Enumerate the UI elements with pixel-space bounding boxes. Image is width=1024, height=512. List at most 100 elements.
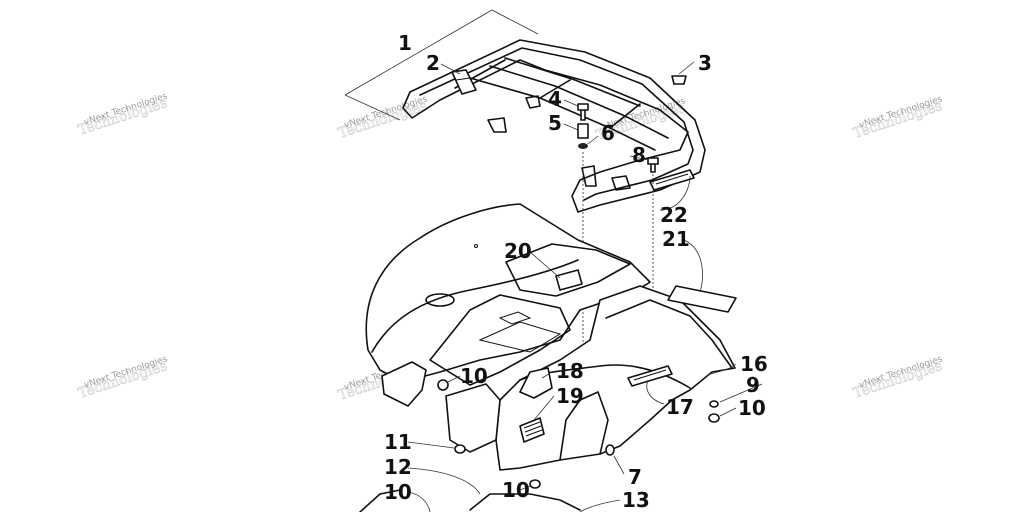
callout-19: 19 bbox=[556, 384, 584, 408]
body-fasteners bbox=[437, 379, 720, 489]
bolt-part-8 bbox=[647, 157, 659, 173]
callout-10-a: 10 bbox=[460, 364, 488, 388]
leader-19 bbox=[533, 395, 555, 421]
fender-rivet bbox=[474, 244, 478, 248]
callout-10-c: 10 bbox=[502, 478, 530, 502]
callout-17: 17 bbox=[666, 395, 694, 419]
fender-hole bbox=[425, 293, 455, 307]
push-rivet-10a bbox=[437, 379, 449, 391]
decal-17-stripe bbox=[633, 369, 667, 381]
watermark-5: Technologies vNext Technologies bbox=[76, 354, 170, 402]
leader-5 bbox=[563, 123, 579, 131]
callout-1-bracket-lower bbox=[344, 94, 401, 121]
rack-foot-1 bbox=[487, 117, 507, 133]
callout-12: 12 bbox=[384, 455, 412, 479]
callout-18: 18 bbox=[556, 359, 584, 383]
fender-right-top-edge bbox=[605, 299, 733, 369]
callout-13: 13 bbox=[622, 488, 650, 512]
decal-19-lines bbox=[523, 421, 543, 437]
leader-10b bbox=[719, 407, 737, 417]
rack-foot-2 bbox=[525, 95, 541, 109]
leader-8 bbox=[629, 155, 649, 161]
leader-10a bbox=[447, 375, 461, 383]
storage-bin-tab bbox=[498, 311, 532, 325]
callout-3: 3 bbox=[698, 51, 712, 75]
rack-decal-stripe bbox=[655, 173, 689, 185]
decal-part-20 bbox=[555, 269, 583, 291]
watermark-1: Technologies vNext Technologies bbox=[76, 91, 170, 139]
leader-21 bbox=[683, 239, 703, 293]
leader-17 bbox=[646, 379, 665, 405]
splash-guard-left bbox=[381, 361, 427, 407]
callout-1: 1 bbox=[398, 31, 412, 55]
callout-11: 11 bbox=[384, 430, 412, 454]
mud-flap-part-18 bbox=[519, 367, 553, 399]
leader-12 bbox=[407, 467, 481, 495]
decal-part-17 bbox=[627, 365, 673, 387]
rack-cross-bar-3 bbox=[504, 57, 641, 107]
leader-6 bbox=[587, 135, 599, 145]
lower-panel bbox=[359, 489, 581, 512]
watermark-2: Technologies vNext Technologies bbox=[336, 94, 430, 142]
watermark-4: Technologies vNext Technologies bbox=[851, 94, 945, 142]
callout-9: 9 bbox=[746, 373, 760, 397]
nut-part-6 bbox=[578, 143, 588, 149]
fender-top-plateau bbox=[505, 243, 631, 297]
callout-1-bracket bbox=[344, 9, 539, 96]
leader-3 bbox=[678, 61, 695, 75]
rack-foot-4 bbox=[611, 175, 631, 191]
leader-18 bbox=[541, 371, 553, 379]
inner-fender-panel bbox=[445, 383, 501, 453]
push-rivet-11 bbox=[454, 444, 466, 454]
push-rivet-10c bbox=[529, 479, 541, 489]
leader-10c bbox=[519, 485, 531, 491]
rack-outer-rail bbox=[402, 39, 706, 213]
callouts: 1 2 3 4 5 6 7 8 9 10 10 10 10 11 12 13 1… bbox=[384, 31, 768, 512]
washer-part-9 bbox=[709, 400, 719, 408]
leader-11 bbox=[407, 441, 455, 449]
cap-part-3 bbox=[671, 75, 687, 85]
callout-4: 4 bbox=[548, 87, 562, 111]
storage-bin-opening bbox=[429, 294, 571, 386]
callout-21: 21 bbox=[662, 227, 690, 251]
fender-left-crease bbox=[371, 259, 579, 353]
leader-lines bbox=[407, 61, 763, 512]
rack-inner-rail bbox=[419, 47, 694, 201]
rear-rack bbox=[344, 9, 706, 213]
leader-20 bbox=[529, 251, 561, 279]
strap-hook-part-2 bbox=[451, 69, 477, 95]
rack-cross-bar-2 bbox=[489, 65, 669, 139]
rack-foot-3 bbox=[581, 165, 597, 187]
callout-20: 20 bbox=[504, 239, 532, 263]
callout-8: 8 bbox=[632, 143, 646, 167]
leader-16 bbox=[705, 363, 737, 377]
leader-7 bbox=[613, 455, 625, 475]
leader-9 bbox=[719, 383, 763, 403]
callout-10-d: 10 bbox=[384, 480, 412, 504]
bolt-part-4 bbox=[577, 103, 589, 121]
storage-bin-floor bbox=[478, 321, 562, 353]
callout-6: 6 bbox=[601, 121, 615, 145]
rack-cross-bar-1 bbox=[469, 77, 656, 151]
fender-right-wheel-arch bbox=[559, 391, 609, 461]
strap-hook-detail bbox=[455, 77, 471, 81]
decal-part-21 bbox=[667, 285, 737, 313]
callout-22: 22 bbox=[660, 203, 688, 227]
fender-right-shell bbox=[495, 285, 736, 471]
lower-part-left bbox=[359, 489, 401, 512]
callout-10-b: 10 bbox=[738, 396, 766, 420]
callout-16: 16 bbox=[740, 352, 768, 376]
watermark-8: Technologies vNext Technologies bbox=[851, 354, 945, 402]
spacer-part-5 bbox=[577, 123, 589, 139]
lower-panel-part-12 bbox=[469, 493, 581, 511]
nut-part-7 bbox=[605, 444, 615, 456]
leader-4 bbox=[563, 99, 579, 107]
leader-22 bbox=[659, 175, 691, 211]
leader-10d bbox=[407, 491, 431, 512]
rear-body bbox=[365, 203, 736, 471]
push-rivet-10b bbox=[708, 413, 720, 423]
leader-13 bbox=[579, 499, 621, 512]
callout-7: 7 bbox=[628, 465, 642, 489]
